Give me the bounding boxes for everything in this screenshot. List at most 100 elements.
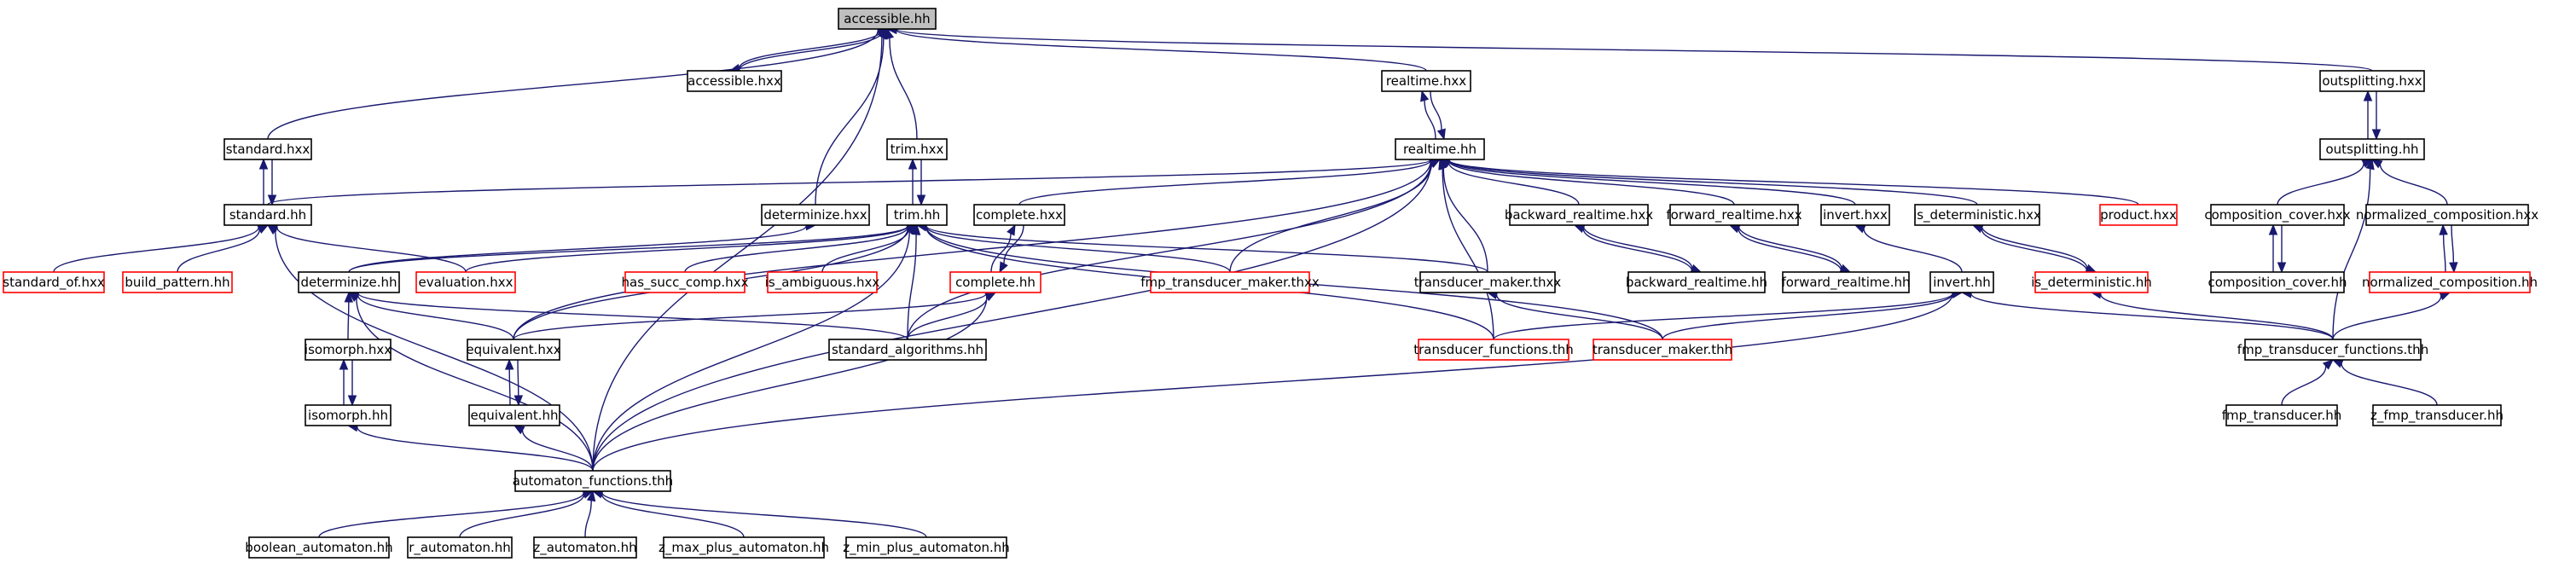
edge-is_deterministic_hxx-to-realtime_hh xyxy=(1438,155,1978,206)
node-box xyxy=(1381,70,1471,92)
node-box xyxy=(467,339,560,361)
node-standard-algorithms-hh[interactable]: standard_algorithms.hh xyxy=(828,339,987,361)
node-composition-cover-hh[interactable]: composition_cover.hh xyxy=(2208,271,2347,293)
node-product-hxx[interactable]: product.hxx xyxy=(2099,204,2178,226)
node-box xyxy=(828,339,987,361)
node-box xyxy=(2225,404,2338,426)
node-label: evaluation.hxx xyxy=(419,275,513,290)
node-label: standard_algorithms.hh xyxy=(832,342,983,358)
node-backward-realtime-hh[interactable]: backward_realtime.hh xyxy=(1626,271,1767,293)
node-equivalent-hxx[interactable]: equivalent.hxx xyxy=(466,339,561,361)
node-accessible-hxx[interactable]: accessible.hxx xyxy=(687,70,782,92)
node-label: transducer_functions.thh xyxy=(1413,342,1574,358)
edge-automaton_functions_thh-to-equivalent_hh xyxy=(513,425,594,472)
node-box xyxy=(2369,271,2531,293)
node-r-automaton-hh[interactable]: r_automaton.hh xyxy=(407,536,513,559)
node-is-ambiguous-hxx[interactable]: is_ambiguous.hxx xyxy=(765,271,880,293)
node-box xyxy=(1593,339,1732,361)
node-box xyxy=(886,138,948,160)
node-label: z_fmp_transducer.hh xyxy=(2370,408,2503,424)
node-boolean-automaton-hh[interactable]: boolean_automaton.hh xyxy=(245,536,393,559)
node-realtime-hxx[interactable]: realtime.hxx xyxy=(1381,70,1471,92)
node-standard-hxx[interactable]: standard.hxx xyxy=(223,138,312,160)
node-z-fmp-transducer-hh[interactable]: z_fmp_transducer.hh xyxy=(2370,404,2503,426)
node-label: z_automaton.hh xyxy=(533,540,636,556)
node-fmp-transducer-maker-thxx[interactable]: fmp_transducer_maker.thxx xyxy=(1140,271,1320,293)
node-determinize-hh[interactable]: determinize.hh xyxy=(298,271,400,293)
edge-automaton_functions_thh-to-invert_hh xyxy=(592,289,1964,472)
edge-product_hxx-to-realtime_hh xyxy=(1438,155,2139,206)
node-has-succ-comp-hxx[interactable]: has_succ_comp.hxx xyxy=(622,271,749,293)
node-label: z_max_plus_automaton.hh xyxy=(659,540,829,556)
node-standard-of-hxx[interactable]: standard_of.hxx xyxy=(3,271,105,293)
node-equivalent-hh[interactable]: equivalent.hh xyxy=(468,404,560,426)
node-box xyxy=(1419,271,1556,293)
node-transducer-functions-thh[interactable]: transducer_functions.thh xyxy=(1413,339,1574,361)
edge-automaton_functions_thh-to-determinize_hh xyxy=(347,292,594,472)
node-isomorph-hh[interactable]: isomorph.hh xyxy=(305,404,392,426)
node-z-min-plus-automaton-hh[interactable]: z_min_plus_automaton.hh xyxy=(843,536,1010,559)
node-label: normalized_composition.hxx xyxy=(2356,207,2538,223)
edge-accessible_hxx-to-accessible_hh xyxy=(738,26,893,72)
node-outsplitting-hxx[interactable]: outsplitting.hxx xyxy=(2319,70,2425,92)
node-z-automaton-hh[interactable]: z_automaton.hh xyxy=(533,536,637,559)
node-trim-hxx[interactable]: trim.hxx xyxy=(886,138,948,160)
node-isomorph-hxx[interactable]: isomorph.hxx xyxy=(305,339,392,361)
node-box xyxy=(2099,204,2178,226)
edge-automaton_functions_thh-to-accessible_hh xyxy=(592,27,888,472)
node-label: fmp_transducer_functions.thh xyxy=(2237,342,2428,358)
node-forward-realtime-hxx[interactable]: forward_realtime.hxx xyxy=(1666,204,1802,226)
node-label: outsplitting.hxx xyxy=(2322,73,2422,89)
node-box xyxy=(3,271,105,293)
node-transducer-maker-thh[interactable]: transducer_maker.thh xyxy=(1593,339,1732,361)
node-realtime-hh[interactable]: realtime.hh xyxy=(1395,138,1485,160)
node-z-max-plus-automaton-hh[interactable]: z_max_plus_automaton.hh xyxy=(659,536,829,559)
node-automaton-functions-thh[interactable]: automaton_functions.thh xyxy=(513,470,673,492)
node-fmp-transducer-hh[interactable]: fmp_transducer.hh xyxy=(2222,404,2342,426)
node-composition-cover-hxx[interactable]: composition_cover.hxx xyxy=(2204,204,2351,226)
node-forward-realtime-hh[interactable]: forward_realtime.hh xyxy=(1781,271,1911,293)
node-box xyxy=(2319,70,2425,92)
node-transducer-maker-thxx[interactable]: transducer_maker.thxx xyxy=(1414,271,1562,293)
node-label: accessible.hxx xyxy=(688,73,781,89)
edge-automaton_functions_thh-to-standard_hh xyxy=(266,224,594,472)
node-normalized-composition-hxx[interactable]: normalized_composition.hxx xyxy=(2356,204,2538,226)
node-label: is_deterministic.hxx xyxy=(1913,207,2041,223)
node-label: forward_realtime.hxx xyxy=(1666,207,1801,223)
node-backward-realtime-hxx[interactable]: backward_realtime.hxx xyxy=(1505,204,1653,226)
node-box xyxy=(1820,204,1890,226)
edge-realtime_hxx-to-realtime_hh xyxy=(1430,90,1446,141)
node-complete-hxx[interactable]: complete.hxx xyxy=(973,204,1065,226)
edge-evaluation_hxx-to-trim_hh xyxy=(465,221,919,273)
node-fmp-transducer-functions-thh[interactable]: fmp_transducer_functions.thh xyxy=(2237,339,2428,361)
node-box xyxy=(838,8,937,30)
node-evaluation-hxx[interactable]: evaluation.hxx xyxy=(415,271,516,293)
node-build-pattern-hh[interactable]: build_pattern.hh xyxy=(122,271,233,293)
node-invert-hxx[interactable]: invert.hxx xyxy=(1820,204,1890,226)
node-label: isomorph.hh xyxy=(308,408,388,423)
node-outsplitting-hh[interactable]: outsplitting.hh xyxy=(2319,138,2425,160)
edge-z_automaton_hh-to-automaton_functions_thh xyxy=(584,490,596,538)
node-trim-hh[interactable]: trim.hh xyxy=(886,204,948,226)
node-label: trim.hh xyxy=(894,207,941,223)
node-label: standard_of.hxx xyxy=(3,275,105,291)
node-is-deterministic-hh[interactable]: is_deterministic.hh xyxy=(2031,271,2152,293)
edge-outsplitting_hh-to-outsplitting_hxx xyxy=(2363,90,2373,140)
node-label: backward_realtime.hh xyxy=(1626,275,1767,291)
node-normalized-composition-hh[interactable]: normalized_composition.hh xyxy=(2362,271,2538,293)
node-determinize-hxx[interactable]: determinize.hxx xyxy=(761,204,870,226)
edge-z_fmp_transducer_hh-to-fmp_transducer_functions_thh xyxy=(2331,359,2438,406)
node-complete-hh[interactable]: complete.hh xyxy=(949,271,1041,293)
node-standard-hh[interactable]: standard.hh xyxy=(223,204,312,226)
node-invert-hh[interactable]: invert.hh xyxy=(1929,271,1994,293)
node-label: backward_realtime.hxx xyxy=(1505,207,1653,223)
node-box xyxy=(2210,204,2345,226)
node-is-deterministic-hxx[interactable]: is_deterministic.hxx xyxy=(1913,204,2041,226)
node-accessible-hh[interactable]: accessible.hh xyxy=(838,8,937,30)
node-label: transducer_maker.thh xyxy=(1593,342,1732,358)
node-box xyxy=(2034,271,2149,293)
edge-isomorph_hxx-to-isomorph_hh xyxy=(347,359,357,407)
node-box xyxy=(468,404,560,426)
edge-composition_cover_hxx-to-outsplitting_hh xyxy=(2277,159,2374,206)
